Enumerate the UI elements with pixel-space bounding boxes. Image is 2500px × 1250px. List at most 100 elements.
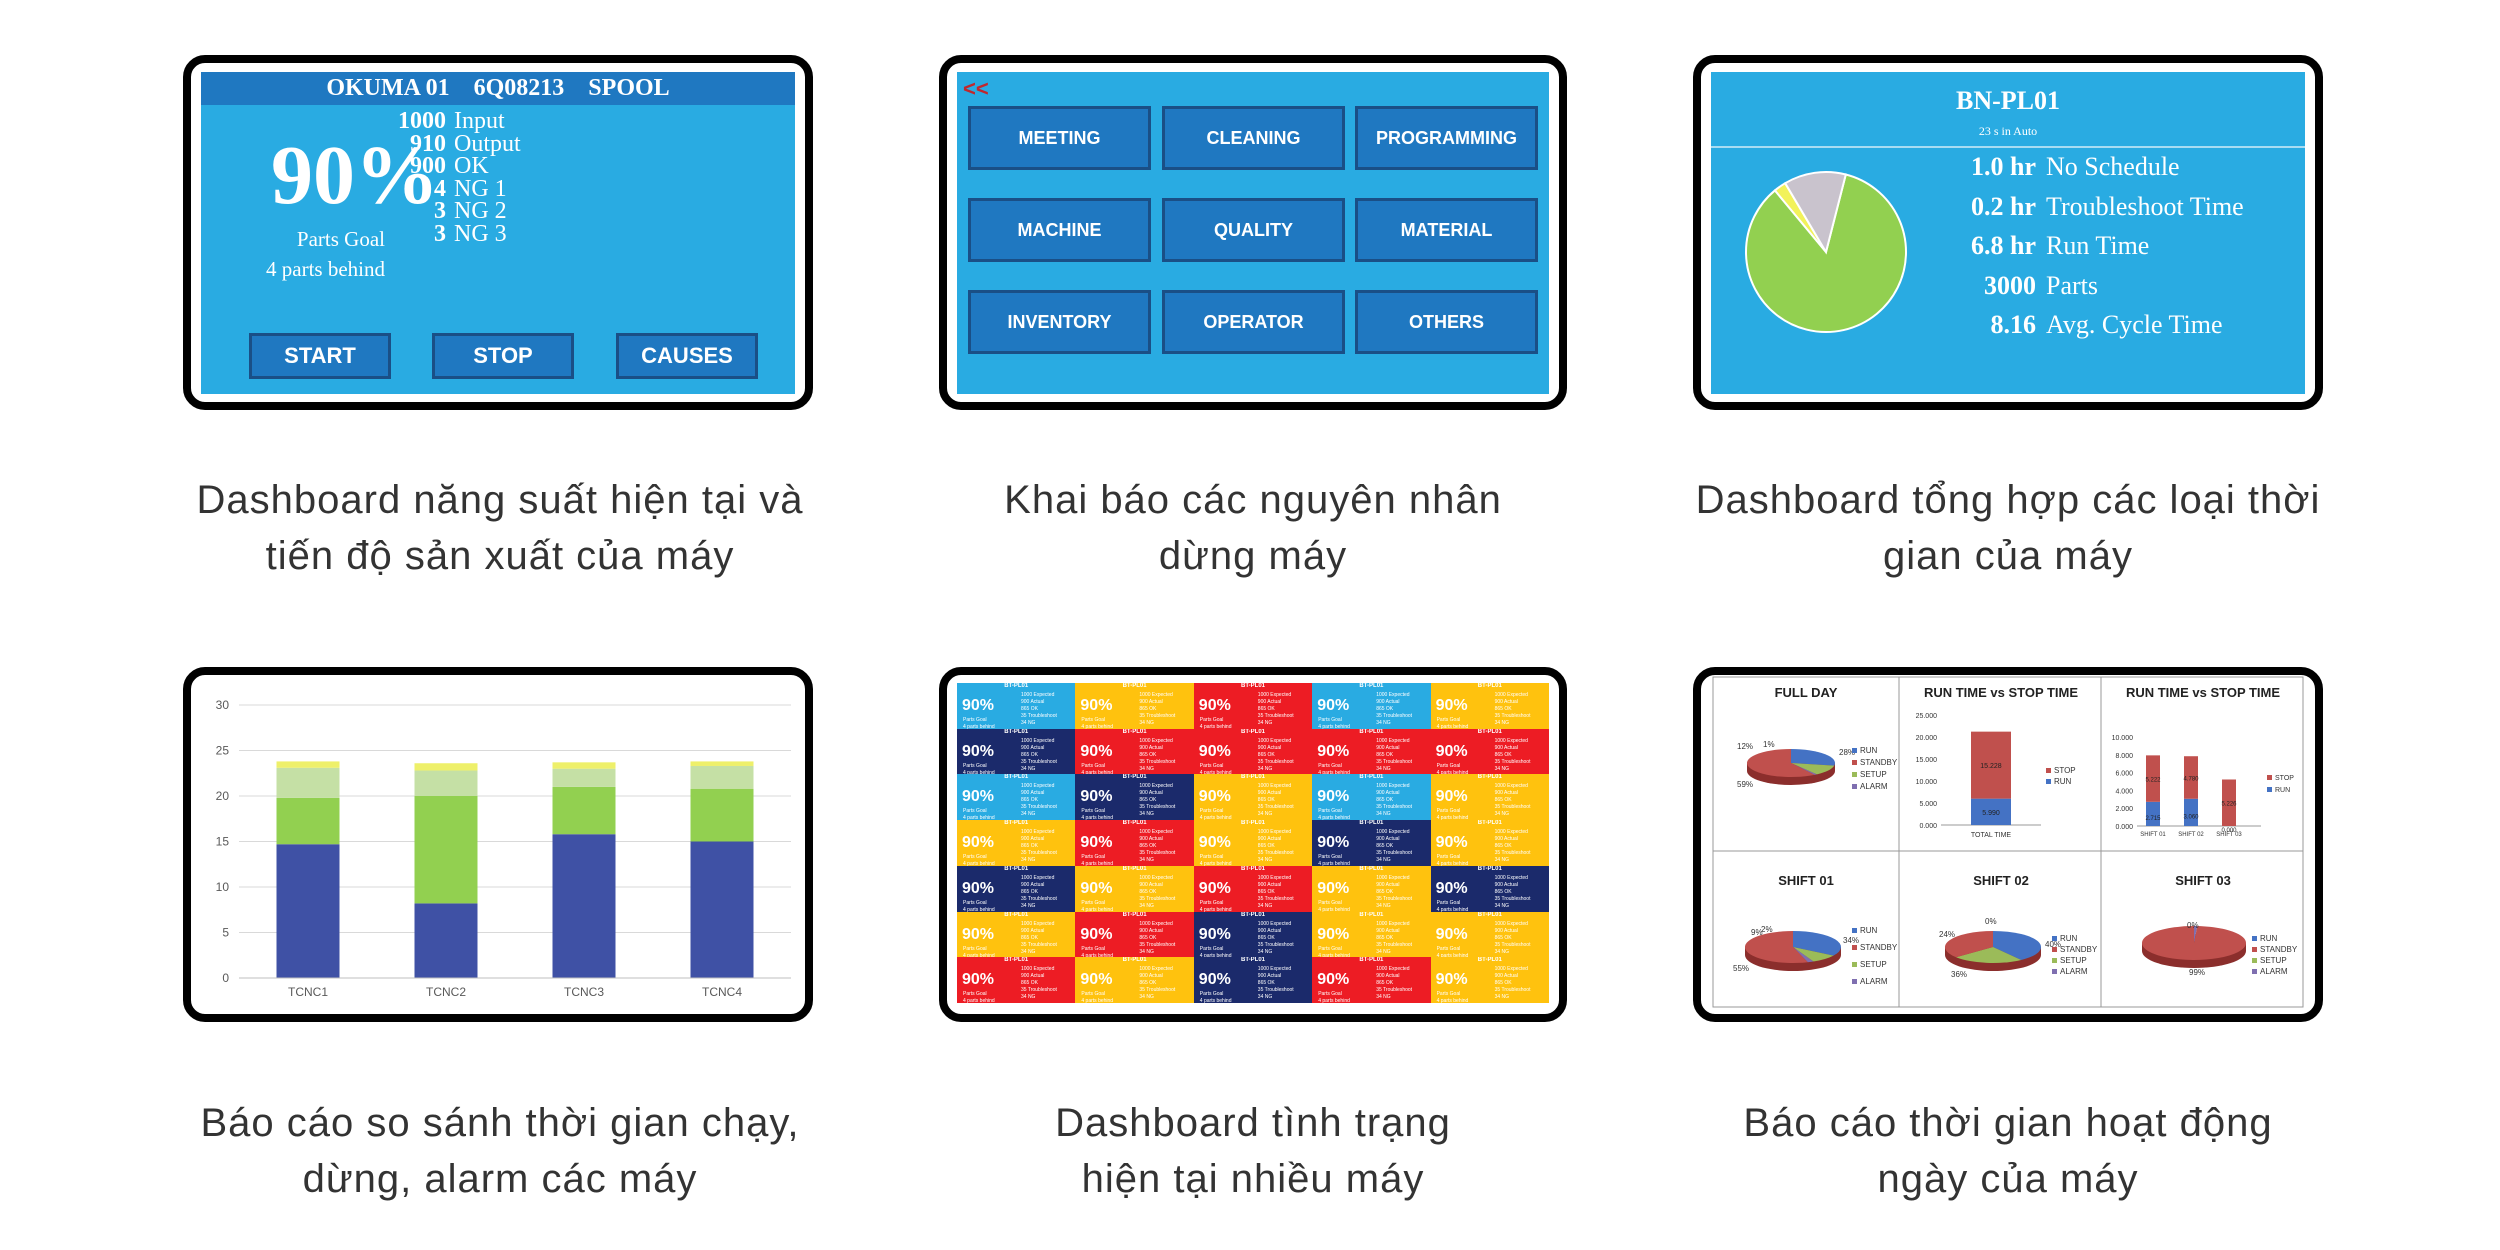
tile-stat-line: 900 Actual [1139,881,1163,888]
tile-title: BT-PL01 [1240,957,1265,964]
tile-percent: 90% [1435,925,1468,943]
start-button[interactable]: START [249,333,391,379]
causes-button[interactable]: CAUSES [616,333,758,379]
tile-title: BT-PL01 [1359,683,1384,689]
tile-stat-line: 865 OK [1139,843,1157,850]
tile-stat-line: 35 Troubleshoot [1494,941,1531,948]
cause-button-inventory[interactable]: INVENTORY [968,290,1151,354]
tile-percent: 90% [1435,834,1468,852]
tile-goal-label: Parts Goal [1199,808,1224,815]
pie-slice [1791,763,1835,775]
machine-title: BN-PL01 [1956,86,2060,115]
tile-stat-line: 1000 Expected [1139,966,1173,973]
tile-behind-label: 4 parts behind [963,769,995,775]
tile-stat-line: 865 OK [1257,888,1275,895]
stop-button[interactable]: STOP [432,333,574,379]
parts-behind-label: 4 parts behind [266,257,385,281]
tile-stat-line: 900 Actual [1494,836,1518,843]
header-divider [1711,146,2305,148]
time-stat-label: Run Time [2046,231,2150,260]
bar-segment [414,903,478,978]
tile-stat-line: 35 Troubleshoot [1494,850,1531,857]
tile-goal-label: Parts Goal [1436,899,1461,906]
tile-stat-line: 900 Actual [1021,973,1045,980]
tile-behind-label: 4 parts behind [1081,861,1114,866]
cause-button-others[interactable]: OTHERS [1355,290,1538,354]
tile-behind-label: 4 parts behind [1436,952,1469,958]
bar-segment [276,844,340,978]
tile-stat-line: 34 NG [1139,857,1154,864]
tile-title: BT-PL01 [1359,911,1384,918]
cause-button-material[interactable]: MATERIAL [1355,198,1538,262]
production-dashboard-frame: OKUMA 01 6Q08213 SPOOL 90% Parts Goal 4 … [183,55,813,410]
back-link[interactable]: << [963,76,989,101]
stat-value: 900 [410,153,446,179]
cause-button-meeting[interactable]: MEETING [968,106,1151,170]
axis-tick: 10.000 [2112,735,2134,742]
tile-goal-label: Parts Goal [1436,991,1461,998]
machine-header: OKUMA 01 6Q08213 SPOOL [201,72,795,105]
bar-value: 5.990 [1982,810,2000,817]
tile-stat-line: 34 NG [1494,765,1510,772]
cause-button-machine[interactable]: MACHINE [968,198,1151,262]
tile-stat-line: 1000 Expected [1139,737,1173,744]
cause-button-cleaning[interactable]: CLEANING [1162,106,1345,170]
tile-stat-line: 1000 Expected [1494,874,1528,881]
cause-button-operator[interactable]: OPERATOR [1162,290,1345,354]
tile-percent: 90% [1435,879,1468,897]
legend-swatch [1852,784,1857,789]
pie-label: 55% [1733,964,1749,973]
tile-stat-line: 34 NG [1257,720,1273,726]
cause-button-quality[interactable]: QUALITY [1162,198,1345,262]
tile-percent: 90% [1198,788,1231,806]
cause-button-programming[interactable]: PROGRAMMING [1355,106,1538,170]
caption-daily-report: Báo cáo thời gian hoạt động ngày của máy [1608,1095,2408,1207]
pie-label: 0% [1985,917,1997,926]
tile-stat-line: 865 OK [1494,888,1512,895]
tile-stat-line: 34 NG [1139,765,1154,772]
tile-goal-label: Parts Goal [1081,717,1106,723]
tile-behind-label: 4 parts behind [1081,952,1114,958]
